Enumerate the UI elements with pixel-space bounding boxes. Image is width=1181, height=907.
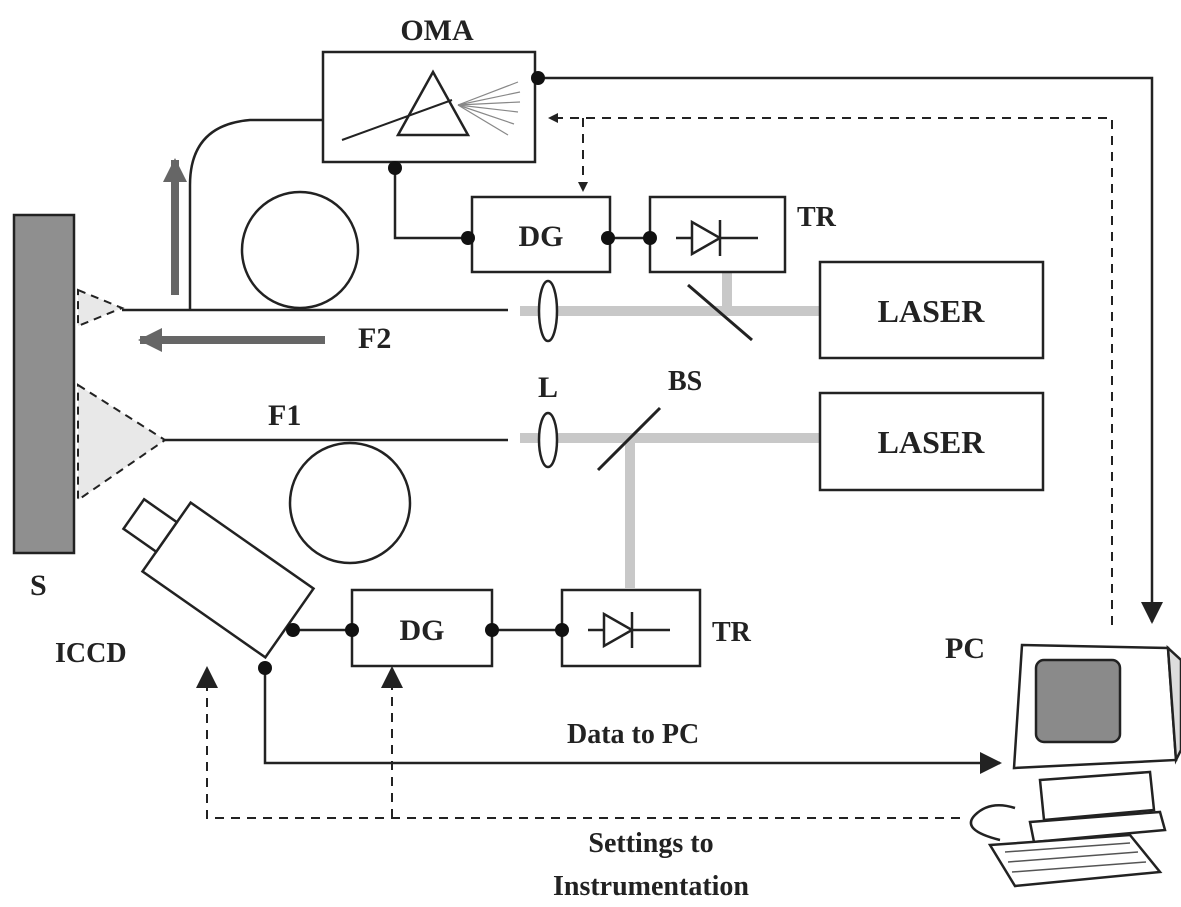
data-to-pc-label: Data to PC bbox=[567, 719, 699, 750]
iccd-camera-icon bbox=[121, 497, 316, 660]
lens-top bbox=[537, 279, 559, 343]
dispersed-rays bbox=[457, 81, 521, 136]
beam-splitter-bottom bbox=[596, 406, 662, 472]
laser-top-box bbox=[818, 260, 1045, 360]
fiber-f2-label: F2 bbox=[358, 322, 391, 355]
sample-block bbox=[12, 213, 76, 555]
keyboard-keys bbox=[1004, 842, 1147, 873]
fiber-coil-f2 bbox=[240, 190, 360, 310]
lens-bottom bbox=[537, 411, 559, 469]
junction-dots bbox=[258, 71, 657, 675]
data-to-pc-wire bbox=[263, 668, 1002, 774]
oma-incoming-ray bbox=[341, 99, 453, 141]
settings-label-line2: Instrumentation bbox=[553, 871, 749, 902]
photodiode-bottom-icon bbox=[588, 611, 670, 649]
lens-label: L bbox=[538, 371, 558, 404]
delay-generator-bottom bbox=[350, 588, 494, 668]
settings-label-line1: Settings to bbox=[588, 828, 713, 859]
settings-to-instrumentation-dashed bbox=[196, 666, 960, 819]
trigger-top-label: TR bbox=[797, 202, 837, 233]
trigger-top bbox=[648, 195, 787, 274]
laser-top-label: LASER bbox=[878, 293, 986, 329]
fiber-to-oma bbox=[188, 118, 325, 310]
oma-to-pc-wire bbox=[538, 76, 1163, 624]
computer-icon bbox=[969, 643, 1181, 888]
laser-bottom-box bbox=[818, 391, 1045, 492]
sample-label: S bbox=[30, 569, 47, 602]
fiber-coil-f1 bbox=[288, 441, 412, 565]
iccd-label: ICCD bbox=[55, 638, 127, 669]
settings-to-oma-dashed bbox=[548, 113, 1113, 625]
prism-icon bbox=[395, 69, 471, 137]
laser-bottom-label: LASER bbox=[878, 424, 986, 460]
photodiode-top-icon bbox=[676, 219, 758, 257]
delay-generator-top bbox=[470, 195, 612, 274]
oma-to-dg-wire bbox=[393, 168, 468, 240]
beam-splitter-top bbox=[687, 283, 753, 342]
delay-generator-bottom-label: DG bbox=[400, 614, 445, 647]
fiber-f1-label: F1 bbox=[268, 399, 301, 432]
light-cone-f2 bbox=[77, 288, 125, 328]
oma-label: OMA bbox=[400, 14, 474, 47]
light-cone-f1 bbox=[77, 383, 167, 502]
trigger-bottom-label: TR bbox=[712, 617, 752, 648]
pc-label: PC bbox=[945, 632, 985, 665]
beam-splitter-label: BS bbox=[668, 366, 702, 397]
delay-generator-top-label: DG bbox=[519, 220, 564, 253]
